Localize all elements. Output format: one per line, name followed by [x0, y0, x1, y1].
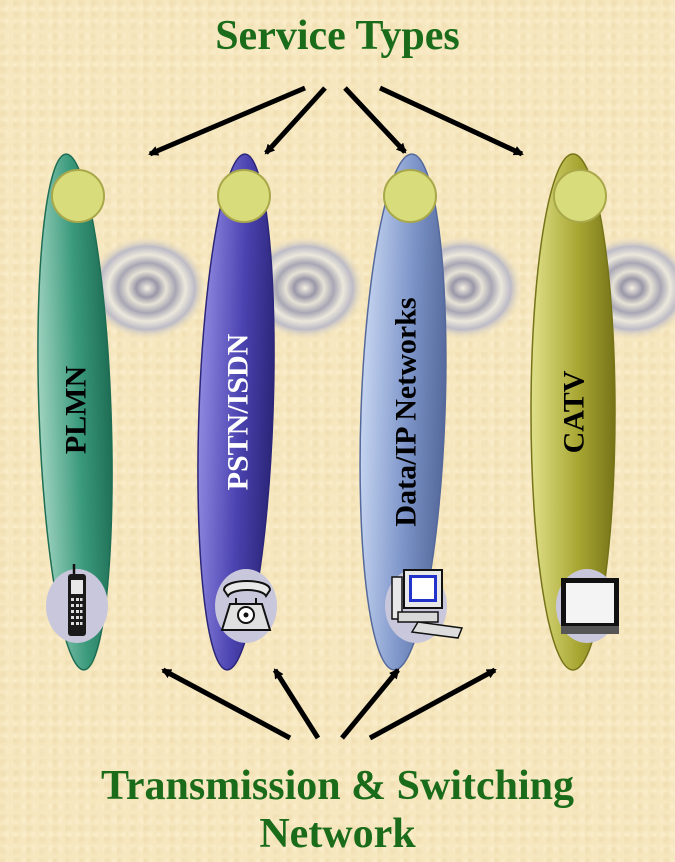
network-label: PSTN/ISDN	[222, 333, 255, 490]
network-label: CATV	[558, 370, 591, 453]
network-subtitle: Network	[0, 810, 675, 858]
transmission-switching-title: Transmission & Switching	[0, 762, 675, 810]
transmission-arrows	[163, 670, 495, 738]
network-pstn-isdn: PSTN/ISDN	[190, 153, 282, 671]
television-icon	[561, 578, 619, 634]
node-circle	[218, 170, 270, 222]
network-data-ip: Data/IP Networks	[352, 153, 462, 672]
arrow-to-plmn	[150, 88, 305, 154]
arrow-from-bottom-to-pstn	[275, 670, 318, 738]
network-catv: CATV	[531, 154, 619, 670]
mobile-phone-icon	[68, 564, 86, 636]
network-label: Data/IP Networks	[390, 297, 423, 526]
node-circle	[52, 170, 104, 222]
service-arrows	[150, 88, 522, 154]
arrow-to-catv	[380, 88, 522, 154]
arrow-to-pstn	[266, 88, 325, 153]
network-label: PLMN	[60, 366, 93, 455]
node-circle	[384, 170, 436, 222]
node-circle	[554, 170, 606, 222]
network-plmn: PLMN	[30, 153, 120, 671]
telephone-icon	[222, 581, 270, 630]
arrow-from-bottom-to-plmn	[163, 670, 290, 738]
